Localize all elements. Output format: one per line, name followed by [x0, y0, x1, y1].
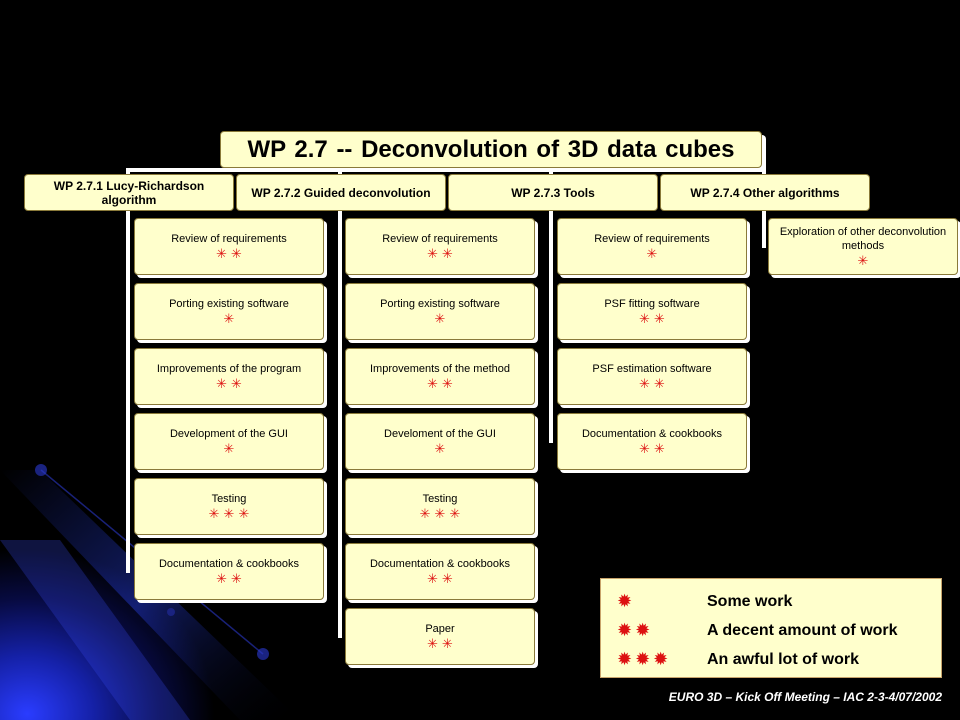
legend-text: Some work — [707, 593, 793, 610]
legend-text: An awful lot of work — [707, 651, 859, 668]
connector-line — [338, 168, 342, 638]
effort-stars-icon: ✳✳ — [427, 571, 457, 586]
task-box: Develoment of the GUI ✳ — [345, 413, 535, 470]
task-box: Documentation & cookbooks ✳✳ — [345, 543, 535, 600]
task-label: Review of requirements — [382, 233, 498, 245]
effort-stars-icon: ✳✳ — [639, 311, 669, 326]
connector-line — [549, 168, 553, 443]
task-label: Develoment of the GUI — [384, 428, 496, 440]
legend-row: ✹ Some work — [601, 589, 943, 617]
effort-stars-icon: ✹✹ — [617, 620, 654, 640]
task-box: Review of requirements ✳✳ — [134, 218, 324, 275]
connector-line — [126, 168, 130, 573]
task-box: Documentation & cookbooks ✳✳ — [134, 543, 324, 600]
task-box: Paper ✳✳ — [345, 608, 535, 665]
effort-stars-icon: ✳✳ — [639, 376, 669, 391]
effort-stars-icon: ✳✳ — [216, 376, 246, 391]
legend-box: ✹ Some work ✹✹ A decent amount of work ✹… — [600, 578, 942, 678]
legend-row: ✹✹ A decent amount of work — [601, 618, 943, 646]
effort-stars-icon: ✳ — [223, 311, 239, 326]
diagram-title: WP 2.7 -- Deconvolution of 3D data cubes — [220, 131, 762, 168]
task-box: Porting existing software ✳ — [345, 283, 535, 340]
task-label: Review of requirements — [171, 233, 287, 245]
task-box: Review of requirements ✳ — [557, 218, 747, 275]
effort-stars-icon: ✳✳✳ — [419, 506, 465, 521]
effort-stars-icon: ✹✹✹ — [617, 649, 672, 669]
task-box: Documentation & cookbooks ✳✳ — [557, 413, 747, 470]
effort-stars-icon: ✳✳✳ — [208, 506, 254, 521]
effort-stars-icon: ✳✳ — [216, 246, 246, 261]
task-label: Porting existing software — [380, 298, 500, 310]
effort-stars-icon: ✳✳ — [216, 571, 246, 586]
effort-stars-icon: ✳✳ — [427, 246, 457, 261]
task-label: Porting existing software — [169, 298, 289, 310]
task-box: Development of the GUI ✳ — [134, 413, 324, 470]
task-box: Review of requirements ✳✳ — [345, 218, 535, 275]
effort-stars-icon: ✳ — [434, 441, 450, 456]
effort-stars-icon: ✳✳ — [639, 441, 669, 456]
effort-stars-icon: ✳ — [857, 253, 873, 268]
task-label: Documentation & cookbooks — [581, 428, 723, 440]
effort-stars-icon: ✳✳ — [427, 636, 457, 651]
task-label: Paper — [425, 623, 455, 635]
legend-row: ✹✹✹ An awful lot of work — [601, 647, 943, 675]
task-label: PSF estimation software — [592, 363, 712, 375]
task-label: PSF fitting software — [604, 298, 700, 310]
task-label: Improvements of the method — [369, 363, 510, 375]
wp-header-2-7-2: WP 2.7.2 Guided deconvolution — [236, 174, 446, 211]
effort-stars-icon: ✳ — [223, 441, 239, 456]
task-box: Testing ✳✳✳ — [345, 478, 535, 535]
task-box: Porting existing software ✳ — [134, 283, 324, 340]
task-label: Improvements of the program — [156, 363, 302, 375]
task-box: PSF estimation software ✳✳ — [557, 348, 747, 405]
effort-stars-icon: ✳✳ — [427, 376, 457, 391]
legend-text: A decent amount of work — [707, 622, 898, 639]
task-label: Exploration of other deconvolution metho… — [779, 226, 947, 252]
task-label: Review of requirements — [594, 233, 710, 245]
task-label: Documentation & cookbooks — [158, 558, 300, 570]
task-label: Testing — [211, 493, 247, 505]
task-label: Documentation & cookbooks — [369, 558, 511, 570]
task-label: Testing — [422, 493, 458, 505]
task-box: Improvements of the method ✳✳ — [345, 348, 535, 405]
wp-header-2-7-3: WP 2.7.3 Tools — [448, 174, 658, 211]
task-box: Exploration of other deconvolution metho… — [768, 218, 958, 275]
wp-header-2-7-4: WP 2.7.4 Other algorithms — [660, 174, 870, 211]
effort-stars-icon: ✳ — [646, 246, 662, 261]
task-label: Development of the GUI — [169, 428, 288, 440]
task-box: Testing ✳✳✳ — [134, 478, 324, 535]
effort-stars-icon: ✹ — [617, 591, 636, 611]
task-box: PSF fitting software ✳✳ — [557, 283, 747, 340]
effort-stars-icon: ✳ — [434, 311, 450, 326]
wp-header-2-7-1: WP 2.7.1 Lucy-Richardson algorithm — [24, 174, 234, 211]
decor-dot — [167, 608, 175, 616]
footer-caption: EURO 3D – Kick Off Meeting – IAC 2-3-4/0… — [668, 690, 942, 704]
connector-line — [126, 168, 766, 172]
task-box: Improvements of the program ✳✳ — [134, 348, 324, 405]
